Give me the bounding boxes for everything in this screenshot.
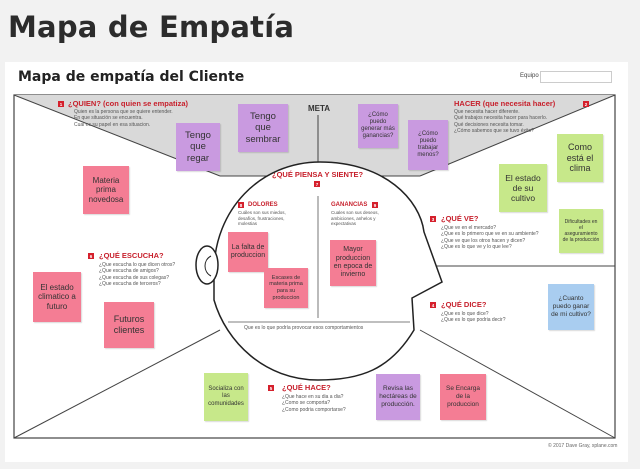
quien-description: Quien es la persona que se quiere entend…: [74, 109, 173, 128]
meta-label: META: [308, 104, 331, 113]
head-outline: [213, 161, 443, 381]
sticky-note[interactable]: ¿Cómo puedo generar más ganancias?: [358, 104, 398, 148]
card-title: Mapa de empatía del Cliente: [18, 69, 245, 85]
diagonal-bottom-left: [13, 329, 221, 439]
head-ear: [195, 245, 219, 285]
sticky-note[interactable]: Tengo que regar: [176, 123, 220, 171]
piensa-title: ¿QUÉ PIENSA Y SIENTE?: [272, 170, 364, 179]
ve-description: ¿Que ve en el mercado?¿Que es lo primero…: [441, 225, 539, 250]
equipo-label: Equipo: [520, 73, 539, 79]
dice-marker: 4: [430, 302, 436, 308]
sticky-note[interactable]: La falta de produccion: [228, 232, 268, 272]
sticky-note[interactable]: ¿Cómo puedo trabajar menos?: [408, 120, 448, 170]
sticky-note[interactable]: Futuros clientes: [104, 302, 154, 348]
sticky-note[interactable]: Como está el clima: [557, 134, 603, 182]
piensa-marker: 7: [314, 181, 320, 187]
diagonal-top-right: [419, 94, 616, 177]
ganancias-title: GANANCIAS: [331, 202, 368, 208]
sticky-note[interactable]: Se Encarga de la produccion: [440, 374, 486, 420]
dice-description: ¿Que es lo que dice?¿Que es lo que podri…: [441, 311, 506, 324]
page-title: Mapa de Empatía: [8, 10, 295, 44]
hace-description: ¿Que hace en su dia a dia?¿Como se compo…: [282, 394, 346, 413]
diagonal-bottom-right: [419, 329, 616, 439]
quien-title: ¿QUIEN? (con quien se empatiza): [68, 99, 189, 108]
hacer-title: HACER (que necesita hacer): [454, 99, 556, 108]
ve-marker: 3: [430, 216, 436, 222]
sticky-note[interactable]: El estado de su cultivo: [499, 164, 547, 212]
ve-title: ¿QUÉ VE?: [441, 214, 479, 223]
equipo-field[interactable]: [540, 71, 612, 83]
hacer-marker: 2: [583, 101, 589, 107]
ganancias-description: Cuales son sus deseos,ambiciones, anhelo…: [331, 210, 379, 227]
dice-title: ¿QUÉ DICE?: [441, 300, 487, 309]
ganancias-marker: 9: [372, 202, 378, 208]
quien-marker: 1: [58, 101, 64, 107]
dolores-marker: 8: [238, 202, 244, 208]
sticky-note[interactable]: Mayor produccion en epoca de invierno: [330, 240, 376, 286]
sticky-note[interactable]: Tengo que sembrar: [238, 104, 288, 152]
sticky-note[interactable]: Socializa con las comunidades: [204, 373, 248, 421]
ear-inner: [204, 255, 212, 277]
sticky-note[interactable]: El estado climatico a futuro: [33, 272, 81, 322]
escucha-marker: 6: [88, 253, 94, 259]
sticky-note[interactable]: ¿Cuanto puedo ganar de mi cultivo?: [548, 284, 594, 330]
hace-title: ¿QUÉ HACE?: [282, 383, 331, 392]
hacer-description: Que necesita hacer diferente.Qué trabajo…: [454, 109, 548, 134]
escucha-description: ¿Que escucha lo que dicen otros?¿Que esc…: [99, 262, 176, 287]
escucha-title: ¿QUÉ ESCUCHA?: [99, 251, 164, 260]
dolores-description: Cuáles son sus miedos,desafíos, frustrac…: [238, 210, 286, 227]
head-footer-text: Que es lo que podría provocar esos compo…: [244, 325, 364, 331]
sticky-note[interactable]: Dificultades en el aseguramiento de la p…: [559, 209, 603, 253]
sticky-note[interactable]: Escases de materia prima para su producc…: [264, 268, 308, 308]
sticky-note[interactable]: Revisa las hectáreas de producción.: [376, 374, 420, 420]
meta-region: [14, 95, 615, 176]
hace-marker: 5: [268, 385, 274, 391]
dolores-title: DOLORES: [248, 202, 278, 208]
copyright-text: © 2017 Dave Gray, xplane.com: [548, 443, 618, 449]
sticky-note[interactable]: Materia prima novedosa: [83, 166, 129, 214]
